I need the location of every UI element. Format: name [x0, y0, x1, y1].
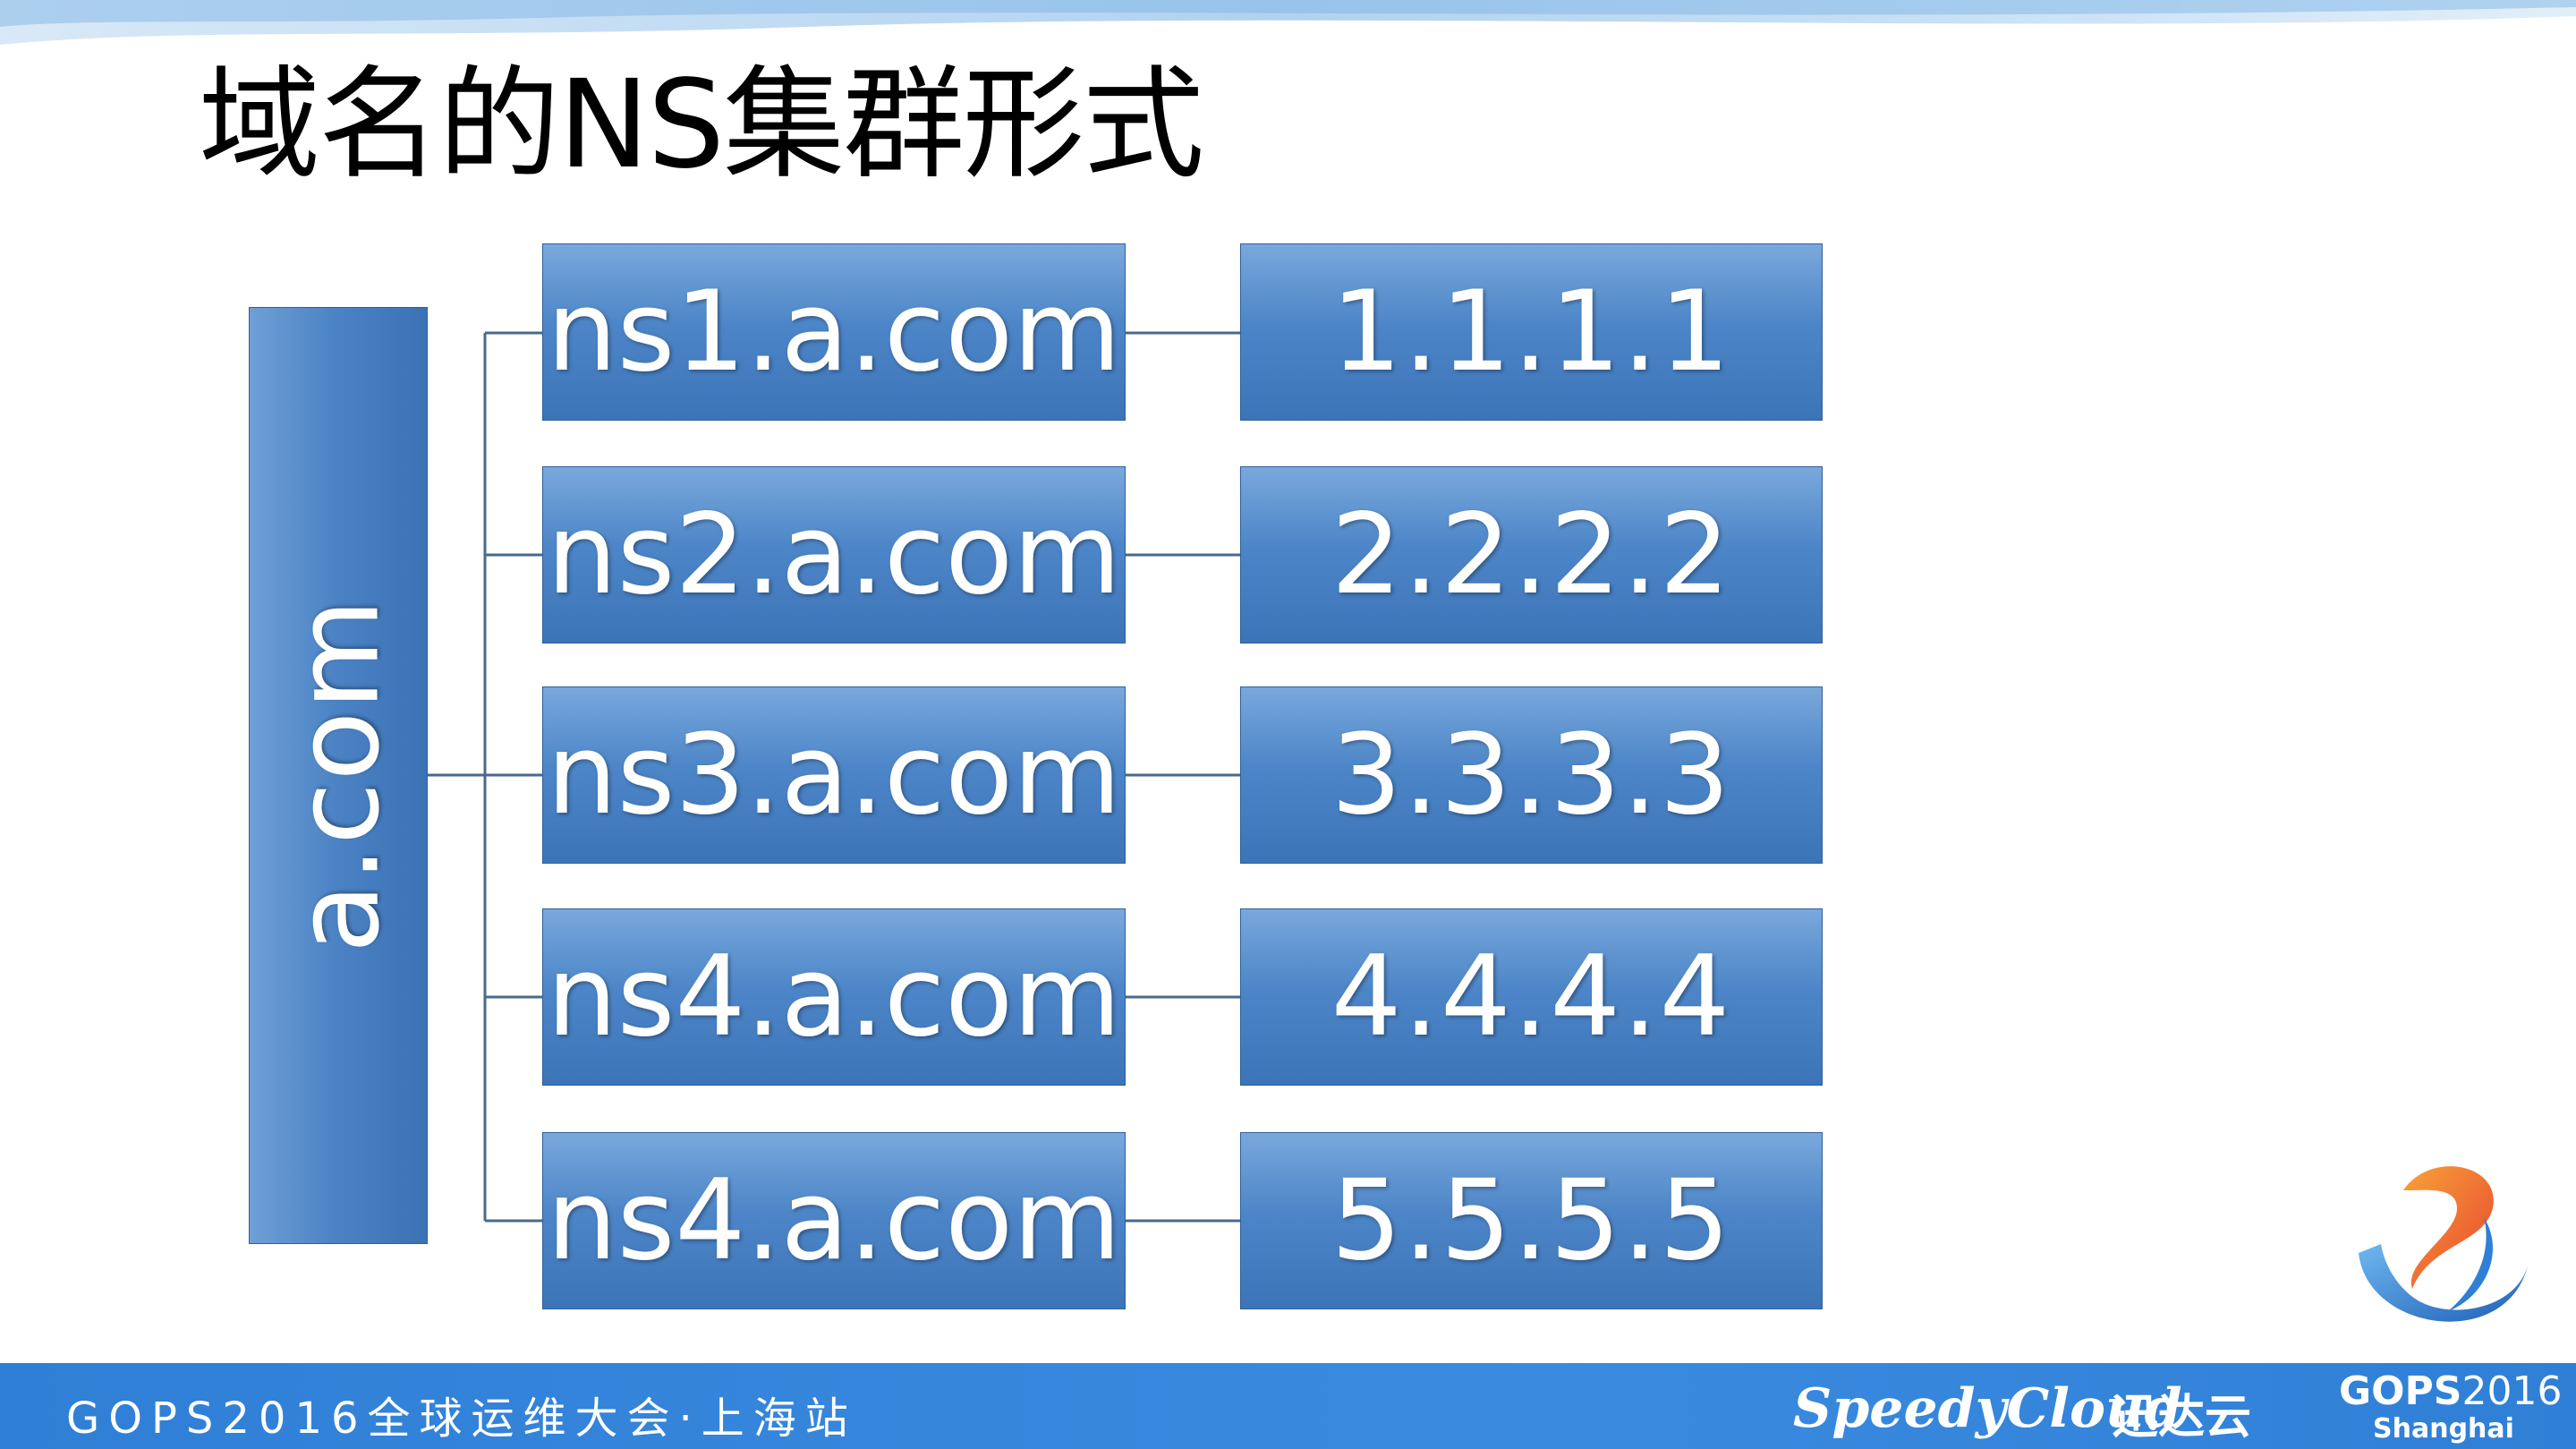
footer-event-city: Shanghai	[2373, 1413, 2514, 1445]
top-wave-decoration	[0, 0, 2576, 45]
ip-address-box: 4.4.4.4	[1240, 908, 1823, 1086]
ip-address-box: 3.3.3.3	[1240, 686, 1823, 864]
nameserver-box: ns3.a.com	[542, 686, 1126, 864]
page-title: 域名的NS集群形式	[199, 55, 1204, 196]
nameserver-box: ns2.a.com	[542, 466, 1126, 644]
footer-brand-cn: 迅达云	[2112, 1391, 2252, 1445]
root-domain-label: a.com	[271, 597, 405, 954]
ip-address-box: 2.2.2.2	[1240, 466, 1823, 644]
ip-address-box: 5.5.5.5	[1240, 1132, 1823, 1309]
footer-event-name: GOPS2016	[2339, 1368, 2562, 1414]
nameserver-box: ns4.a.com	[542, 1132, 1126, 1309]
footer-brand: SpeedyCloud	[1793, 1377, 2182, 1440]
root-domain-box: a.com	[249, 307, 428, 1244]
event-name-bold: GOPS	[2339, 1368, 2462, 1414]
footer-bar: GOPS2016全球运维大会·上海站 SpeedyCloud 迅达云 GOPS2…	[0, 1363, 2576, 1449]
footer-event-text: GOPS2016全球运维大会·上海站	[66, 1394, 857, 1444]
event-year: 2016	[2461, 1368, 2563, 1414]
gops-logo-icon	[2359, 1166, 2529, 1322]
ip-address-box: 1.1.1.1	[1240, 243, 1823, 421]
nameserver-box: ns4.a.com	[542, 908, 1126, 1086]
nameserver-box: ns1.a.com	[542, 243, 1126, 421]
